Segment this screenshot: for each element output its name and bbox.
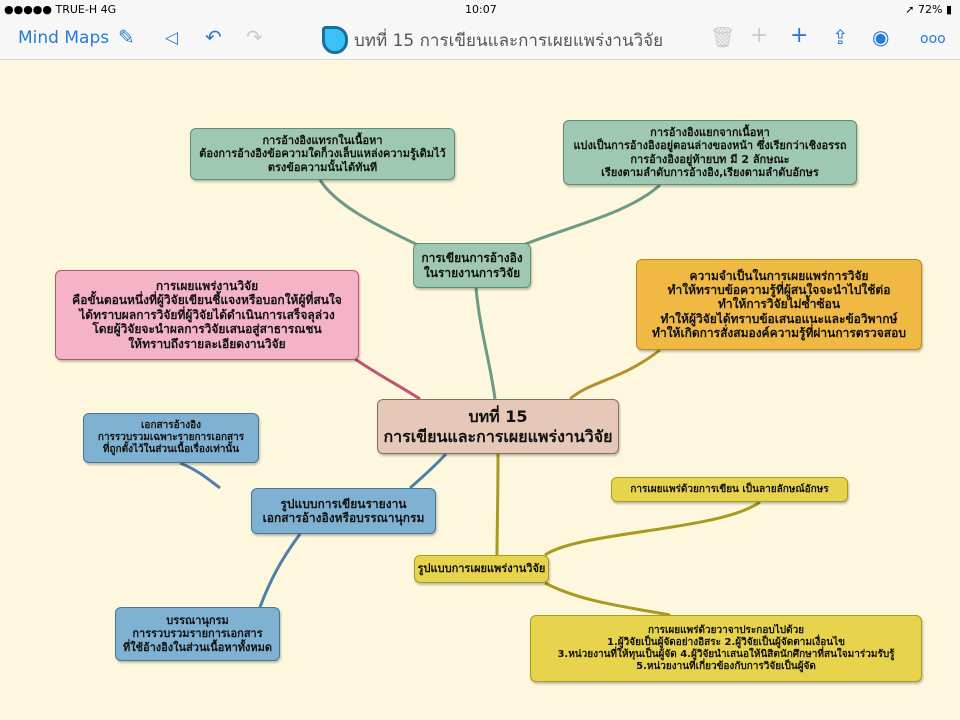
node-text: ที่ใช้อ้างอิงในส่วนเนื้อหาทั้งหมด	[122, 640, 273, 654]
clock: 10:07	[465, 3, 497, 16]
trash-icon[interactable]: 🗑	[710, 25, 736, 49]
node-text: เรียงตามลำดับการอ้างอิง,เรียงตามลำดับอัก…	[601, 165, 819, 179]
node-text: 1.ผู้วิจัยเป็นผู้จัดอย่างอิสระ 2.ผู้วิจั…	[607, 636, 845, 648]
map-style-icon	[322, 26, 348, 54]
node-text: ให้ทราบถึงรายละเอียดงานวิจัย	[128, 336, 286, 351]
share-icon[interactable]: ⇪	[832, 25, 849, 49]
node-text: ทำให้ผู้วิจัยได้ทราบข้อเสนอแนะและข้อวิพา…	[660, 311, 898, 326]
node-text: การอ้างอิงแทรกในเนื้อหา	[262, 134, 383, 148]
connector	[258, 533, 302, 608]
node-text: บทที่ 15	[468, 407, 528, 427]
node-text: เอกสารอ้างอิง	[141, 420, 201, 431]
connector	[544, 581, 671, 617]
carrier-label: ●●●●● TRUE-H 4G	[4, 3, 117, 16]
status-bar: ●●●●● TRUE-H 4G 10:07 ➚ 72% ▮	[0, 0, 960, 20]
node-written-dissemination[interactable]: การเผยแพร่ด้วยการเขียน เป็นลายลักษณ์อักษ…	[611, 477, 848, 502]
node-text: ได้ทราบผลการวิจัยที่ผู้วิจัยได้ดำเนินการ…	[79, 307, 335, 322]
add-icon[interactable]: +	[750, 23, 769, 48]
mindmap-canvas[interactable]: การอ้างอิงแทรกในเนื้อหา ต้องการอ้างอิงข้…	[0, 61, 960, 720]
connector	[179, 461, 221, 490]
document-title[interactable]: บทที่ 15 การเขียนและการเผยแพร่งานวิจัย	[322, 26, 663, 54]
node-separate-reference[interactable]: การอ้างอิงแยกจากเนื้อหา แบ่งเป็นการอ้างอ…	[563, 120, 857, 185]
node-report-format[interactable]: รูปแบบการเขียนรายงาน เอกสารอ้างอิงหรือบร…	[251, 488, 436, 534]
node-text: การเขียนและการเผยแพร่งานวิจัย	[383, 426, 613, 446]
node-text: เอกสารอ้างอิงหรือบรรณานุกรม	[262, 511, 425, 525]
battery-indicator: ➚ 72% ▮	[905, 3, 952, 16]
node-central-topic[interactable]: บทที่ 15 การเขียนและการเผยแพร่งานวิจัย	[377, 399, 619, 454]
play-icon[interactable]: ◁	[165, 28, 179, 48]
node-text: รูปแบบการเผยแพร่งานวิจัย	[417, 562, 546, 576]
node-text: การอ้างอิงแยกจากเนื้อหา	[650, 126, 770, 140]
node-text: ทำให้เกิดการสั่งสมองค์ความรู้ที่ผ่านการต…	[652, 326, 906, 341]
node-text: ความจำเป็นในการเผยแพร่การวิจัย	[689, 268, 869, 283]
node-references-document[interactable]: เอกสารอ้างอิง การรวบรวมเฉพาะรายการเอกสาร…	[83, 413, 259, 463]
node-text: ทำให้การวิจัยไม่ซ้ำซ้อน	[717, 297, 841, 312]
node-dissemination-definition[interactable]: การเผยแพร่งานวิจัย คือขั้นตอนหนึ่งที่ผู้…	[55, 270, 359, 360]
node-text: ต้องการอ้างอิงข้อความใดก็วงเล็บแหล่งความ…	[199, 147, 446, 161]
node-text: การเผยแพร่ด้วยวาจาประกอบไปด้วย	[647, 624, 805, 636]
node-text: การเขียนการอ้างอิง	[421, 251, 523, 266]
connector	[354, 357, 421, 401]
connector	[474, 287, 497, 400]
node-oral-dissemination[interactable]: การเผยแพร่ด้วยวาจาประกอบไปด้วย 1.ผู้วิจั…	[530, 615, 922, 682]
undo-icon[interactable]: ↶	[205, 25, 222, 49]
add-child-icon[interactable]: +	[790, 23, 809, 48]
node-text: โดยผู้วิจัยจะนำผลการวิจัยเสนอสู่สาธารณชน	[92, 322, 322, 337]
title-text: บทที่ 15 การเขียนและการเผยแพร่งานวิจัย	[354, 30, 664, 51]
node-reference-writing[interactable]: การเขียนการอ้างอิง ในรายงานการวิจัย	[413, 243, 531, 288]
node-text: ทำให้ทราบข้อความรู้ที่ผู้สนใจจะนำไปใช้ต่…	[667, 282, 891, 297]
node-text: 5.หน่วยงานที่เกี่ยวข้องกับการวิจัยเป็นผู…	[636, 660, 816, 672]
node-text: บรรณานุกรม	[166, 614, 229, 628]
connector	[495, 453, 500, 556]
palette-icon[interactable]: ◉	[872, 25, 890, 49]
node-text: การเผยแพร่งานวิจัย	[155, 279, 259, 294]
more-icon[interactable]: ooo	[920, 31, 946, 47]
node-inline-reference[interactable]: การอ้างอิงแทรกในเนื้อหา ต้องการอ้างอิงข้…	[190, 128, 455, 180]
node-text: การอ้างอิงอยู่ท้ายบท มี 2 ลักษณะ	[630, 152, 790, 166]
connector	[568, 348, 661, 401]
node-text: คือขั้นตอนหนึ่งที่ผู้วิจัยเขียนชี้แจงหรื…	[72, 293, 342, 308]
connector	[544, 500, 761, 557]
toolbar: Mind Maps ✎ ◁ ↶ ↷ บทที่ 15 การเขียนและกา…	[0, 20, 960, 60]
node-text: ในรายงานการวิจัย	[423, 265, 521, 280]
node-necessity[interactable]: ความจำเป็นในการเผยแพร่การวิจัย ทำให้ทราบ…	[636, 259, 922, 350]
node-dissemination-format[interactable]: รูปแบบการเผยแพร่งานวิจัย	[414, 555, 549, 583]
node-text: แบ่งเป็นการอ้างอิงอยู่ตอนล่างของหน้า ซึ่…	[573, 139, 847, 153]
node-bibliography[interactable]: บรรณานุกรม การรวบรวมรายการเอกสาร ที่ใช้อ…	[115, 607, 280, 661]
node-text: ตรงข้อความนั้นได้ทันที	[267, 160, 378, 174]
node-text: 3.หน่วยงานที่ให้ทุนเป็นผู้จัด 4.ผู้วิจัย…	[557, 648, 895, 660]
redo-icon[interactable]: ↷	[246, 25, 263, 49]
node-text: การรวบรวมเฉพาะรายการเอกสาร	[97, 432, 245, 443]
edit-icon[interactable]: ✎	[118, 25, 135, 49]
node-text: การรวบรวมรายการเอกสาร	[132, 627, 263, 641]
node-text: การเผยแพร่ด้วยการเขียน เป็นลายลักษณ์อักษ…	[630, 483, 829, 495]
node-text: รูปแบบการเขียนรายงาน	[280, 496, 407, 511]
node-text: ที่ถูกตั้งไว้ในส่วนเนื้อเรื่องเท่านั้น	[102, 444, 240, 455]
connector	[408, 452, 448, 490]
mind-maps-back-button[interactable]: Mind Maps	[18, 28, 110, 48]
